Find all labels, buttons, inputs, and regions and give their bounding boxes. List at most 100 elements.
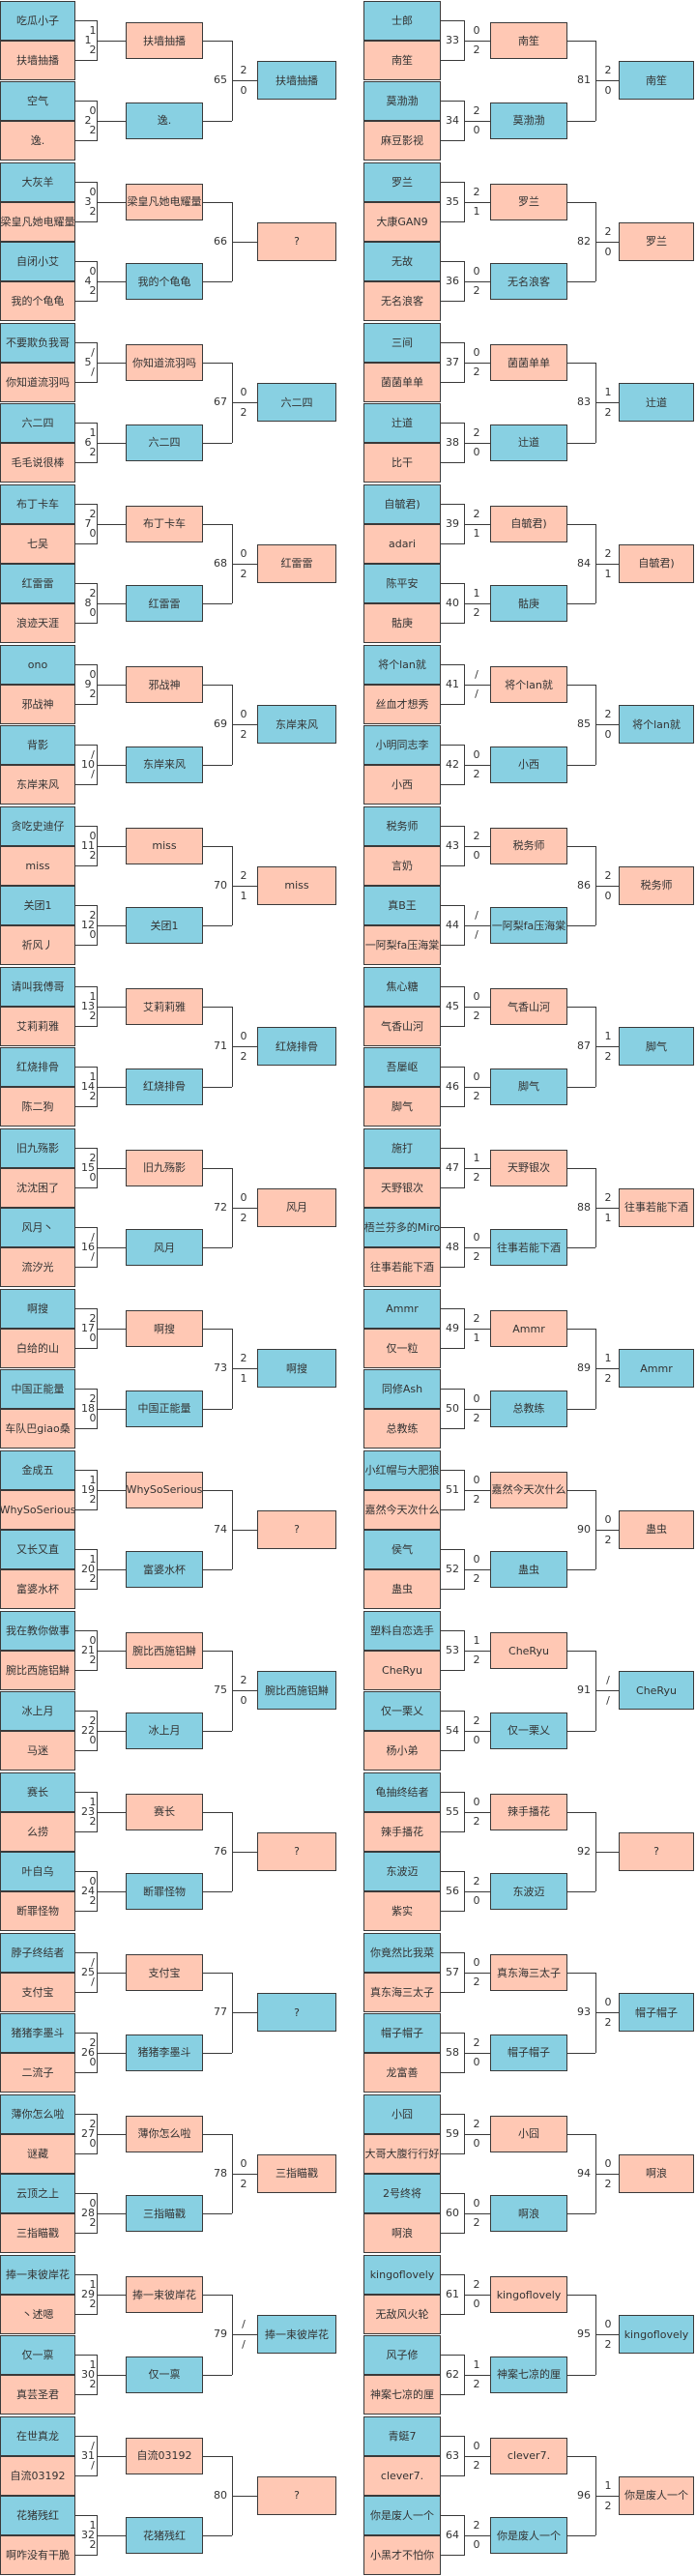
- player-cell[interactable]: 仅一禀: [0, 2334, 75, 2375]
- player-cell[interactable]: 叶自乌: [0, 1852, 75, 1891]
- player-cell[interactable]: 云顶之上: [0, 2174, 75, 2213]
- match-winner-cell[interactable]: 支付宝: [126, 1954, 203, 1991]
- match-winner-cell[interactable]: 冰上月: [126, 1712, 203, 1749]
- player-cell[interactable]: 不要欺负我哥: [0, 323, 75, 363]
- round2-winner-cell[interactable]: 罗兰: [619, 221, 694, 261]
- player-cell[interactable]: 布丁卡车: [0, 483, 75, 524]
- player-cell[interactable]: 仅一栗乂: [363, 1690, 441, 1731]
- round2-winner-cell[interactable]: ?: [257, 1831, 336, 1871]
- player-cell[interactable]: 无敌风火轮: [363, 2295, 441, 2334]
- player-cell[interactable]: 吾屡岖: [363, 1046, 441, 1087]
- round2-winner-cell[interactable]: 将个lan就: [619, 705, 694, 744]
- round2-winner-cell[interactable]: 税务师: [619, 865, 694, 905]
- round2-winner-cell[interactable]: Ammr: [619, 1349, 694, 1388]
- player-cell[interactable]: 小囧: [363, 2093, 441, 2134]
- player-cell[interactable]: miss: [0, 845, 75, 886]
- player-cell[interactable]: 关团1: [0, 886, 75, 925]
- player-cell[interactable]: 风月丶: [0, 1208, 75, 1247]
- match-winner-cell[interactable]: 啊搜: [126, 1310, 203, 1347]
- match-winner-cell[interactable]: 气香山河: [490, 988, 567, 1025]
- match-winner-cell[interactable]: 梁皇凡她电耀量: [126, 183, 203, 220]
- match-winner-cell[interactable]: 真东海三太子: [490, 1954, 567, 1991]
- player-cell[interactable]: 浪迹天涯: [0, 603, 75, 643]
- match-winner-cell[interactable]: 艾莉莉雅: [126, 988, 203, 1025]
- round2-winner-cell[interactable]: 帽子帽子: [619, 1993, 694, 2032]
- player-cell[interactable]: 七吴: [0, 523, 75, 564]
- round2-winner-cell[interactable]: 啊搜: [257, 1349, 336, 1388]
- player-cell[interactable]: 三间: [363, 323, 441, 363]
- match-winner-cell[interactable]: 罗兰: [490, 183, 567, 220]
- match-winner-cell[interactable]: CheRyu: [490, 1632, 567, 1669]
- match-winner-cell[interactable]: 东岸来风: [126, 746, 203, 783]
- match-winner-cell[interactable]: 中国正能量: [126, 1390, 203, 1427]
- player-cell[interactable]: 脚气: [363, 1086, 441, 1127]
- round2-winner-cell[interactable]: 辻道: [619, 383, 694, 422]
- player-cell[interactable]: 小红帽与大肥狼: [363, 1449, 441, 1490]
- player-cell[interactable]: 南笙: [363, 41, 441, 80]
- player-cell[interactable]: 马迷: [0, 1730, 75, 1771]
- player-cell[interactable]: 仅一粒: [363, 1329, 441, 1368]
- round2-winner-cell[interactable]: 风月: [257, 1187, 336, 1227]
- player-cell[interactable]: 帽子帽子: [363, 2012, 441, 2053]
- player-cell[interactable]: 陈二狗: [0, 1086, 75, 1127]
- player-cell[interactable]: 自毓君): [363, 483, 441, 524]
- round2-winner-cell[interactable]: 红烧排骨: [257, 1027, 336, 1066]
- match-winner-cell[interactable]: 骷庚: [490, 585, 567, 622]
- match-winner-cell[interactable]: 仅一栗乂: [490, 1712, 567, 1749]
- round2-winner-cell[interactable]: 自毓君): [619, 543, 694, 583]
- player-cell[interactable]: 东波迈: [363, 1852, 441, 1891]
- player-cell[interactable]: 罗兰: [363, 161, 441, 202]
- player-cell[interactable]: 梧兰芬多的Miro: [363, 1208, 441, 1247]
- player-cell[interactable]: 断罪怪物: [0, 1891, 75, 1931]
- player-cell[interactable]: adari: [363, 523, 441, 564]
- player-cell[interactable]: 大哥大腹行行好: [363, 2133, 441, 2174]
- player-cell[interactable]: 捧一束彼岸花: [0, 2255, 75, 2295]
- player-cell[interactable]: 真芸圣君: [0, 2374, 75, 2415]
- match-winner-cell[interactable]: 断罪怪物: [126, 1873, 203, 1910]
- match-winner-cell[interactable]: 小西: [490, 746, 567, 783]
- player-cell[interactable]: 丶述嗯: [0, 2295, 75, 2334]
- player-cell[interactable]: 背影: [0, 724, 75, 765]
- round2-winner-cell[interactable]: 扶墙抽播: [257, 61, 336, 100]
- round2-winner-cell[interactable]: ?: [257, 1509, 336, 1549]
- player-cell[interactable]: 六二四: [0, 402, 75, 443]
- round2-winner-cell[interactable]: ?: [619, 1831, 694, 1871]
- match-winner-cell[interactable]: 捧一束彼岸花: [126, 2276, 203, 2313]
- match-winner-cell[interactable]: 东波迈: [490, 1873, 567, 1910]
- player-cell[interactable]: 自流03192: [0, 2455, 75, 2496]
- match-winner-cell[interactable]: 总教练: [490, 1390, 567, 1427]
- player-cell[interactable]: 二流子: [0, 2052, 75, 2093]
- player-cell[interactable]: Ammr: [363, 1289, 441, 1329]
- player-cell[interactable]: 啊搜: [0, 1289, 75, 1329]
- player-cell[interactable]: 我的个龟龟: [0, 281, 75, 321]
- player-cell[interactable]: kingoflovely: [363, 2255, 441, 2295]
- match-winner-cell[interactable]: 赛长: [126, 1793, 203, 1830]
- round2-winner-cell[interactable]: 往事若能下酒: [619, 1187, 694, 1227]
- player-cell[interactable]: 丝血才想秀: [363, 685, 441, 724]
- player-cell[interactable]: 气香山河: [363, 1007, 441, 1046]
- player-cell[interactable]: 你是废人一个: [363, 2496, 441, 2535]
- match-winner-cell[interactable]: 布丁卡车: [126, 505, 203, 542]
- player-cell[interactable]: 辻道: [363, 402, 441, 443]
- match-winner-cell[interactable]: Ammr: [490, 1310, 567, 1347]
- player-cell[interactable]: 真东海三太子: [363, 1973, 441, 2012]
- player-cell[interactable]: 言奶: [363, 845, 441, 886]
- match-winner-cell[interactable]: 往事若能下酒: [490, 1229, 567, 1266]
- match-winner-cell[interactable]: kingoflovely: [490, 2276, 567, 2313]
- match-winner-cell[interactable]: 菌菌单单: [490, 344, 567, 381]
- player-cell[interactable]: 脖子终结者: [0, 1933, 75, 1973]
- player-cell[interactable]: 小西: [363, 764, 441, 805]
- player-cell[interactable]: 吃瓜小子: [0, 1, 75, 41]
- player-cell[interactable]: 菌菌单单: [363, 363, 441, 402]
- player-cell[interactable]: 往事若能下酒: [363, 1247, 441, 1287]
- match-winner-cell[interactable]: 自流03192: [126, 2437, 203, 2474]
- match-winner-cell[interactable]: 腕比西施铝鰰: [126, 1632, 203, 1669]
- player-cell[interactable]: 猪猪李墨斗: [0, 2012, 75, 2053]
- match-winner-cell[interactable]: 红雷雷: [126, 585, 203, 622]
- round2-winner-cell[interactable]: 蛊虫: [619, 1509, 694, 1549]
- player-cell[interactable]: CheRyu: [363, 1651, 441, 1690]
- player-cell[interactable]: 啊浪: [363, 2213, 441, 2253]
- round2-winner-cell[interactable]: 六二四: [257, 383, 336, 422]
- player-cell[interactable]: 中国正能量: [0, 1368, 75, 1409]
- player-cell[interactable]: 请叫我傅哥: [0, 967, 75, 1007]
